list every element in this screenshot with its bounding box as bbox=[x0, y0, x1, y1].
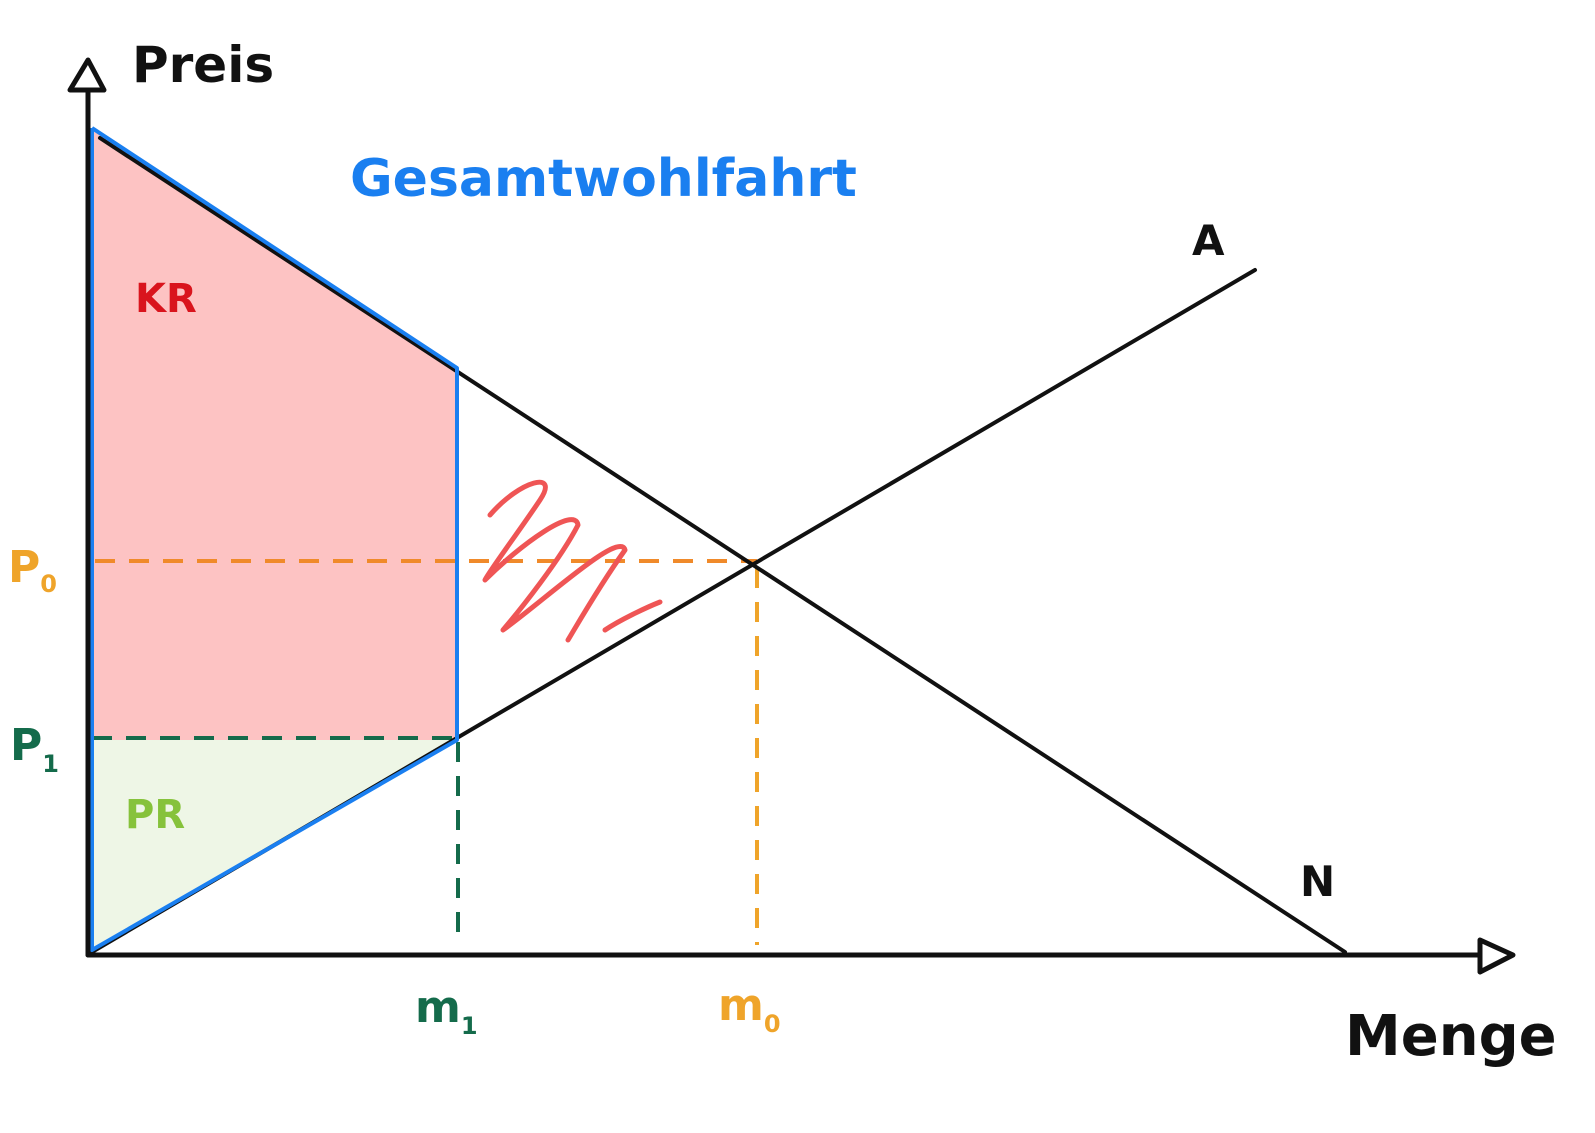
demand-curve-label: N bbox=[1300, 857, 1335, 906]
diagram-title: Gesamtwohlfahrt bbox=[350, 149, 857, 209]
x-axis-label: Menge bbox=[1345, 1004, 1557, 1069]
y-axis-label: Preis bbox=[132, 36, 274, 94]
price-1-label: P1 bbox=[10, 720, 59, 778]
x-axis-arrow-icon bbox=[1477, 937, 1516, 975]
welfare-outline bbox=[90, 126, 459, 952]
quantity-0-label: m0 bbox=[718, 980, 781, 1038]
producer-surplus-label: PR bbox=[125, 792, 185, 838]
consumer-surplus-label: KR bbox=[135, 276, 197, 322]
supply-curve-label: A bbox=[1192, 216, 1225, 265]
quantity-1-label: m1 bbox=[415, 982, 478, 1040]
consumer-surplus-area bbox=[92, 128, 457, 740]
y-axis-arrow-icon bbox=[67, 57, 107, 93]
price-0-label: P0 bbox=[8, 542, 57, 598]
demand-curve bbox=[98, 136, 1347, 954]
deadweight-loss-scribble bbox=[482, 479, 663, 643]
